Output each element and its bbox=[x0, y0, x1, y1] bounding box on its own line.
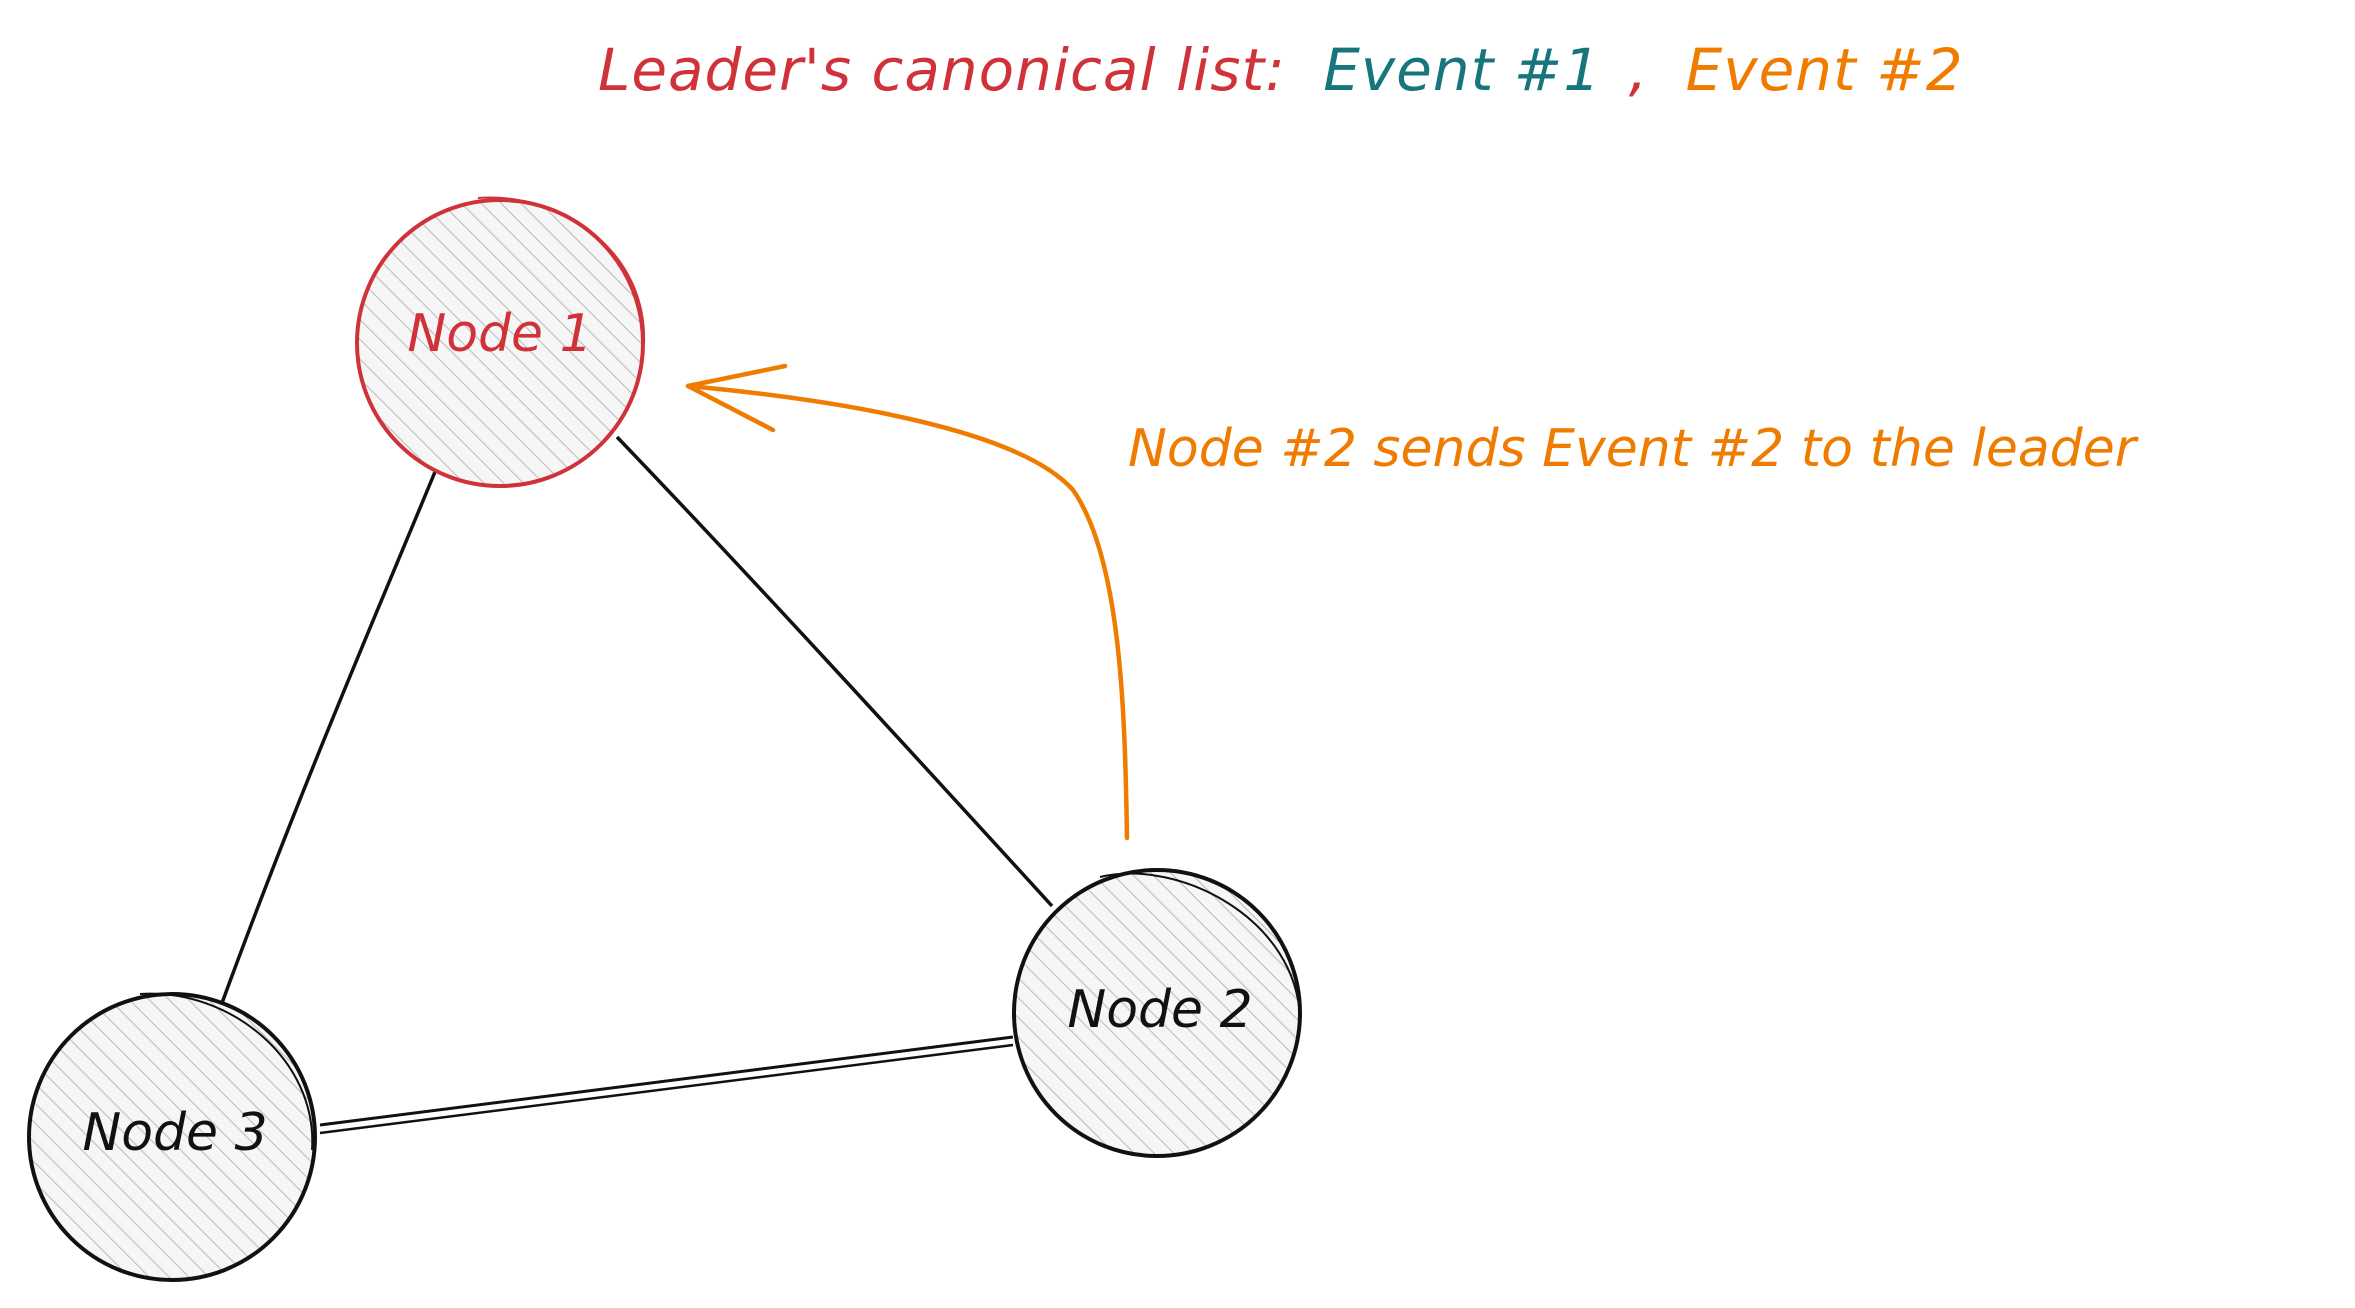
title-event-1: Event #1 bbox=[1323, 36, 1601, 104]
message-arrow bbox=[685, 363, 1130, 841]
message-arrow-shaft bbox=[685, 383, 1130, 841]
node-3-sketch-stroke bbox=[139, 992, 314, 1151]
title-separator: , bbox=[1629, 36, 1648, 104]
canonical-list-title: Leader's canonical list: Event #1 , Even… bbox=[598, 36, 1964, 104]
edge-node1-node3 bbox=[220, 466, 439, 1004]
message-label: Node #2 sends Event #2 to the leader bbox=[1128, 419, 2140, 479]
node-1: Node 1 bbox=[355, 196, 646, 488]
node-2-label: Node 2 bbox=[1067, 980, 1252, 1040]
message-arrow-head bbox=[685, 363, 788, 433]
edge-node2-node3 bbox=[319, 1035, 1014, 1135]
edge-node1-node2 bbox=[615, 435, 1054, 908]
title-prefix: Leader's canonical list: bbox=[598, 36, 1286, 104]
node-1-sketch-stroke bbox=[477, 196, 646, 346]
node-2-sketch-stroke bbox=[1099, 872, 1301, 1021]
node-1-circle bbox=[355, 198, 645, 488]
node-2: Node 2 bbox=[1012, 868, 1302, 1158]
title-event-2: Event #2 bbox=[1686, 36, 1964, 104]
node-3-label: Node 3 bbox=[82, 1103, 267, 1163]
node-1-label: Node 1 bbox=[407, 304, 592, 364]
node-3: Node 3 bbox=[27, 992, 317, 1282]
node-3-circle bbox=[27, 992, 317, 1282]
edges bbox=[220, 435, 1054, 1135]
